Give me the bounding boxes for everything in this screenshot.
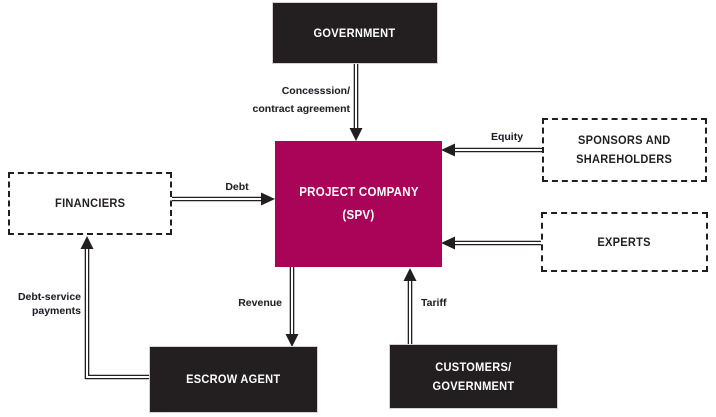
node-government-label: GOVERNMENT [314, 25, 396, 40]
arrow-customers-to-project-company [403, 268, 417, 345]
node-sponsors-label-line2: SHAREHOLDERS [576, 152, 673, 166]
arrow-financiers-to-project-company [172, 192, 275, 206]
node-escrow-agent: ESCROW AGENT [150, 347, 317, 412]
edge-label-concession-line2: contract agreement [252, 103, 350, 115]
node-customers-label-line2: GOVERNMENT [432, 378, 515, 393]
arrow-escrow-to-financiers [80, 236, 150, 380]
edge-label-equity: Equity [490, 131, 524, 143]
edge-label-debt: Debt [225, 181, 249, 193]
node-experts-label: EXPERTS [597, 234, 652, 249]
node-financiers-label: FINANCIERS [54, 196, 126, 210]
node-project-company-label-line1: PROJECT COMPANY [298, 185, 419, 199]
edge-label-tariff: Tariff [421, 297, 447, 309]
edge-label-debt-service-line2: payments [31, 305, 81, 317]
node-escrow-agent-label: ESCROW AGENT [186, 372, 281, 386]
arrow-experts-to-project-company [441, 236, 541, 250]
edge-label-debt-service-payments: Debt-service payments [18, 290, 81, 318]
node-experts: EXPERTS [541, 212, 708, 272]
node-customers-label-line1: CUSTOMERS/ [435, 359, 512, 374]
edge-label-debt-service-line1: Debt-service [17, 291, 81, 303]
node-sponsors-and-shareholders: SPONSORS AND SHAREHOLDERS [542, 118, 707, 182]
node-sponsors-label-line1: SPONSORS AND [578, 133, 671, 147]
node-customers-government: CUSTOMERS/ GOVERNMENT [390, 345, 557, 408]
arrow-sponsors-to-project-company [441, 143, 542, 157]
node-project-company-label-line2: (SPV) [342, 208, 375, 222]
edge-label-revenue: Revenue [238, 297, 282, 309]
node-financiers: FINANCIERS [8, 172, 172, 235]
arrow-government-to-project-company [349, 63, 363, 141]
edge-label-concession-line1: Concesssion/ [281, 85, 350, 97]
arrow-project-company-to-escrow [285, 267, 299, 347]
edge-label-concession-contract-agreement: Concesssion/ contract agreement [253, 82, 350, 118]
node-project-company-spv: PROJECT COMPANY (SPV) [275, 141, 442, 267]
node-government: GOVERNMENT [273, 3, 437, 63]
